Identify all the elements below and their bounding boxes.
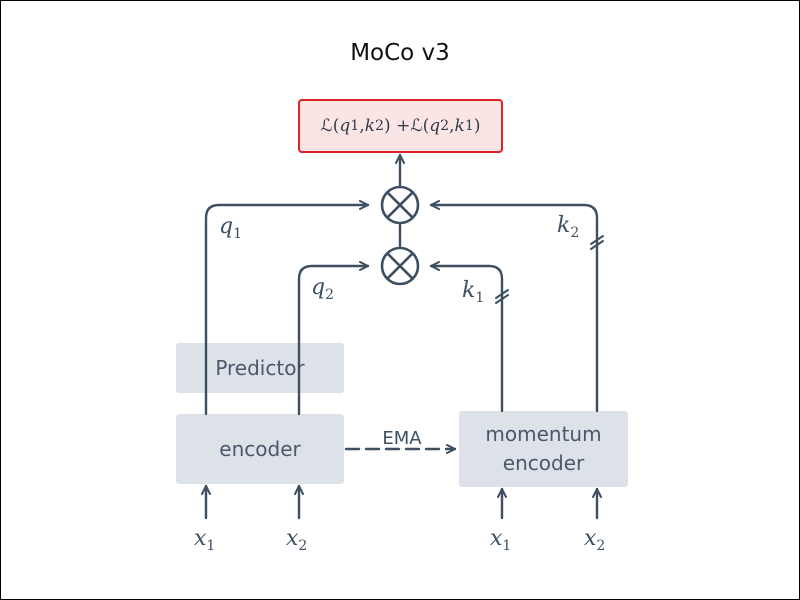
momentum-label-line1: momentum [485, 422, 602, 446]
loss-k1-sub: 1 [464, 118, 474, 134]
loss-close-paren: ) [473, 116, 481, 136]
stop-gradient-mark-k1 [495, 289, 509, 304]
loss-comma-2: , [449, 116, 455, 136]
input-x2-right-sub: 2 [596, 538, 605, 554]
ema-text: EMA [382, 428, 422, 449]
input-x2-right-text: x [584, 526, 597, 551]
q1-edge [204, 200, 370, 416]
q2-label: q2 [311, 275, 334, 303]
k2-text: k [557, 213, 570, 238]
q2-edge [297, 261, 370, 416]
q1-text: q [219, 214, 233, 239]
k1-sub: 1 [475, 290, 484, 306]
loss-k1: k [454, 116, 465, 136]
input-x1-right-text: x [490, 526, 503, 551]
input-x1-left: x1 [194, 526, 215, 554]
loss-paren: ( [332, 116, 340, 136]
encoder-label: encoder [219, 436, 301, 461]
momentum-label-line2: encoder [502, 451, 585, 475]
input-x2-right: x2 [584, 526, 605, 554]
input-x2-left-sub: 2 [298, 538, 307, 554]
momentum-encoder-box: momentum encoder [459, 411, 628, 487]
loss-q1: q [339, 116, 351, 136]
loss-q2: q [429, 116, 441, 136]
input-x1-left-sub: 1 [206, 538, 215, 554]
k2-label: k2 [557, 213, 579, 241]
stop-gradient-mark-k2 [590, 235, 604, 250]
loss-k2: k [364, 116, 376, 136]
loss-symbol-1: ℒ [320, 116, 333, 136]
predictor-box: Predictor [176, 343, 344, 393]
encoder-box: encoder [176, 414, 344, 484]
loss-paren-2: ( [422, 116, 430, 136]
input-x1-left-text: x [194, 526, 207, 551]
input-x2-left: x2 [286, 526, 307, 554]
loss-plus: ) + [384, 116, 411, 136]
q1-label: q1 [219, 214, 242, 242]
q2-sub: 2 [325, 287, 334, 303]
multiply-icon-top [380, 185, 420, 225]
diagram-title: MoCo v3 [350, 40, 450, 66]
q1-sub: 1 [233, 226, 242, 242]
predictor-label: Predictor [215, 355, 305, 380]
input-x1-right: x1 [490, 526, 511, 554]
loss-comma: , [359, 116, 365, 136]
k1-edge [429, 261, 504, 413]
k1-text: k [462, 278, 475, 303]
loss-q1-sub: 1 [350, 118, 360, 134]
loss-k2-sub: 2 [375, 118, 385, 134]
input-x2-left-text: x [286, 526, 299, 551]
q2-text: q [311, 275, 325, 300]
loss-q2-sub: 2 [440, 118, 450, 134]
k1-label: k1 [462, 278, 484, 306]
loss-symbol-2: ℒ [410, 116, 423, 136]
k2-sub: 2 [570, 225, 579, 241]
input-x1-right-sub: 1 [502, 538, 511, 554]
ema-label: EMA [382, 428, 422, 449]
multiply-icon-bottom [380, 246, 420, 286]
k2-edge [429, 200, 599, 413]
